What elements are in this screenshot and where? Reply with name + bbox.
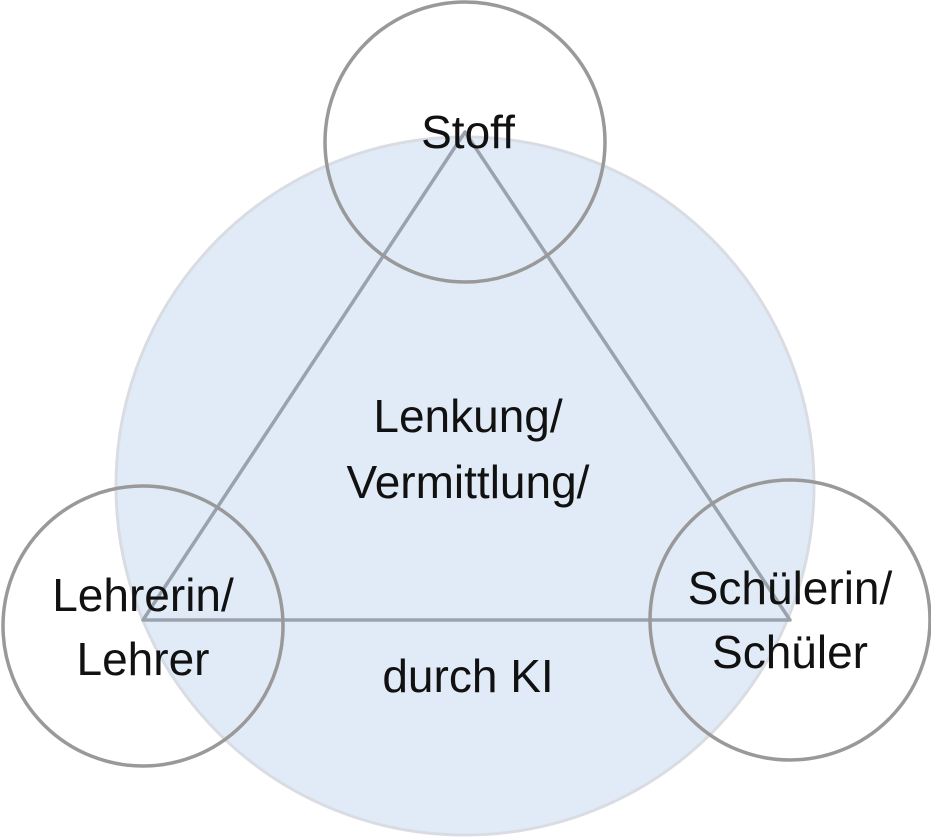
ki-mediation-circle: [114, 135, 816, 837]
didactic-triangle: [141, 130, 792, 622]
center-label-line2: Vermittlung/: [347, 456, 590, 508]
node-circle-schueler: [648, 478, 931, 762]
center-label-line1: Lenkung/: [373, 390, 562, 442]
node-label-lehrer-line2: Lehrer: [77, 633, 210, 685]
center-label-line3: durch KI: [382, 650, 553, 702]
node-label-schueler-line2: Schüler: [712, 626, 868, 678]
node-circle-stoff: [323, 0, 607, 284]
node-circle-lehrer: [1, 484, 285, 768]
node-label-stoff: Stoff: [421, 106, 515, 158]
node-label-schueler-line1: Schülerin/: [688, 562, 893, 614]
node-label-lehrer-line1: Lehrerin/: [52, 569, 234, 621]
